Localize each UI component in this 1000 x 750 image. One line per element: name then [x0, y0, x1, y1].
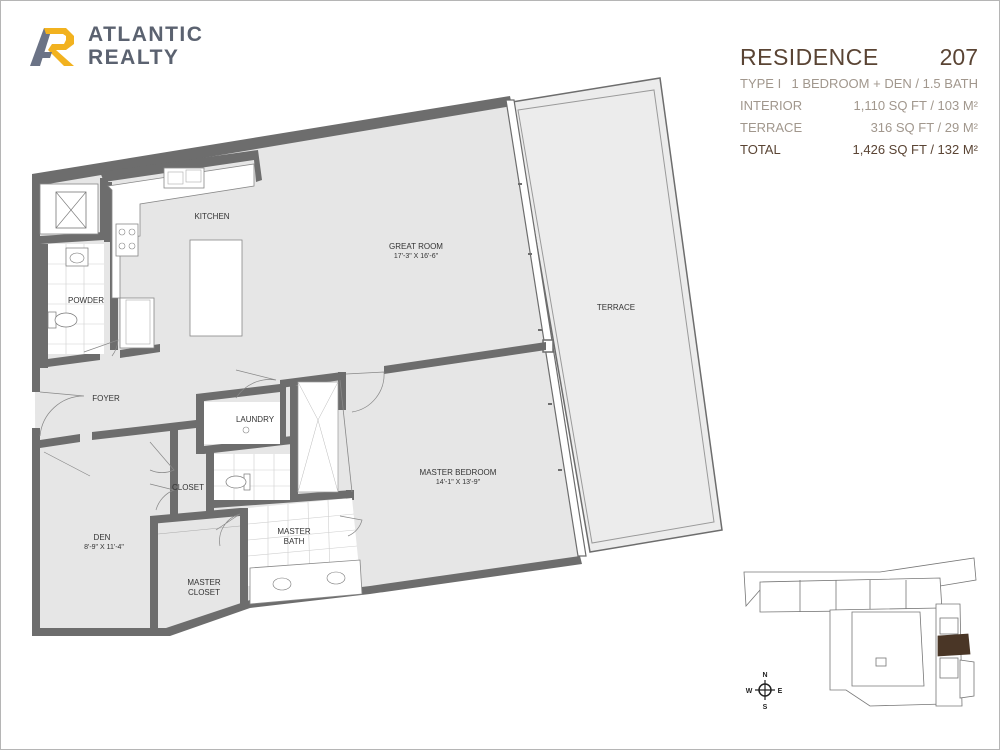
master-closet-shelving: [157, 525, 241, 535]
wc-tile: [214, 454, 290, 500]
master-bath-label-1: MASTER: [277, 527, 311, 536]
terrace-inner-line: [517, 89, 715, 544]
type-label: TYPE I: [740, 76, 782, 91]
total-value: 1,426 SQ FT / 132 M²: [852, 142, 978, 157]
interior-value: 1,110 SQ FT / 103 M²: [853, 98, 978, 113]
kitchen-counters: [107, 163, 255, 349]
interior-label: INTERIOR: [740, 98, 803, 113]
terrace-label: TERRACE: [740, 120, 803, 135]
key-plan: [743, 557, 977, 707]
terrace-value: 316 SQ FT / 29 M²: [870, 120, 978, 135]
great-room-dims: 17'-3" X 16'-6": [394, 253, 439, 260]
door-swings: [39, 339, 385, 547]
brand-name-line-2: REALTY: [88, 46, 180, 69]
master-bedroom-dims: 14'-1" X 13'-9": [436, 479, 481, 486]
master-closet-label-1: MASTER: [187, 578, 221, 587]
window-mullions: [518, 183, 562, 471]
powder-fixtures: [47, 247, 89, 329]
shower-lines: [297, 381, 339, 493]
exterior-walls: [32, 96, 582, 636]
shower-glass: [339, 379, 353, 493]
interior-row: INTERIOR 1,110 SQ FT / 103 M²: [740, 98, 980, 116]
residence-number: 207: [939, 44, 978, 70]
brand-logo: ATLANTIC REALTY: [30, 22, 250, 72]
kitchen-island: [189, 239, 243, 337]
total-row: TOTAL 1,426 SQ FT / 132 M²: [740, 142, 980, 160]
terrace-label: TERRACE: [597, 303, 635, 312]
type-value: 1 BEDROOM + DEN / 1.5 BATH: [791, 76, 978, 91]
total-label: TOTAL: [740, 142, 781, 157]
type-row: TYPE I 1 BEDROOM + DEN / 1.5 BATH: [740, 76, 980, 94]
shower: [297, 381, 339, 493]
den-label: DEN: [94, 533, 111, 542]
laundry-label: LAUNDRY: [236, 415, 275, 424]
compass-east: E: [778, 688, 783, 695]
mechanical-closet: [39, 183, 99, 235]
compass: N S E W: [746, 672, 783, 711]
compass-south: S: [763, 704, 768, 711]
great-room-label: GREAT ROOM: [389, 242, 443, 251]
kitchen-label: KITCHEN: [194, 212, 229, 221]
master-bedroom-label: MASTER BEDROOM: [420, 468, 497, 477]
compass-west: W: [746, 688, 753, 695]
brand-name-line-1: ATLANTIC: [88, 23, 204, 46]
highlighted-unit: [937, 633, 971, 657]
terrace-row: TERRACE 316 SQ FT / 29 M²: [740, 120, 980, 138]
laundry-fixtures: [204, 402, 280, 444]
powder-label: POWDER: [68, 296, 104, 305]
den-dims: 8'-9" X 11'-4": [84, 544, 124, 551]
foyer-label: FOYER: [92, 394, 120, 403]
residence-title: RESIDENCE: [740, 44, 879, 70]
atlantic-realty-logo-mark: [30, 28, 74, 66]
master-closet-label-2: CLOSET: [188, 588, 220, 597]
master-bath-tile: [247, 498, 363, 605]
closet-label: CLOSET: [172, 483, 204, 492]
master-bath-label-2: BATH: [284, 537, 305, 546]
terrace-area: [511, 77, 723, 553]
window-wall: [505, 99, 587, 557]
compass-north: N: [762, 672, 767, 679]
